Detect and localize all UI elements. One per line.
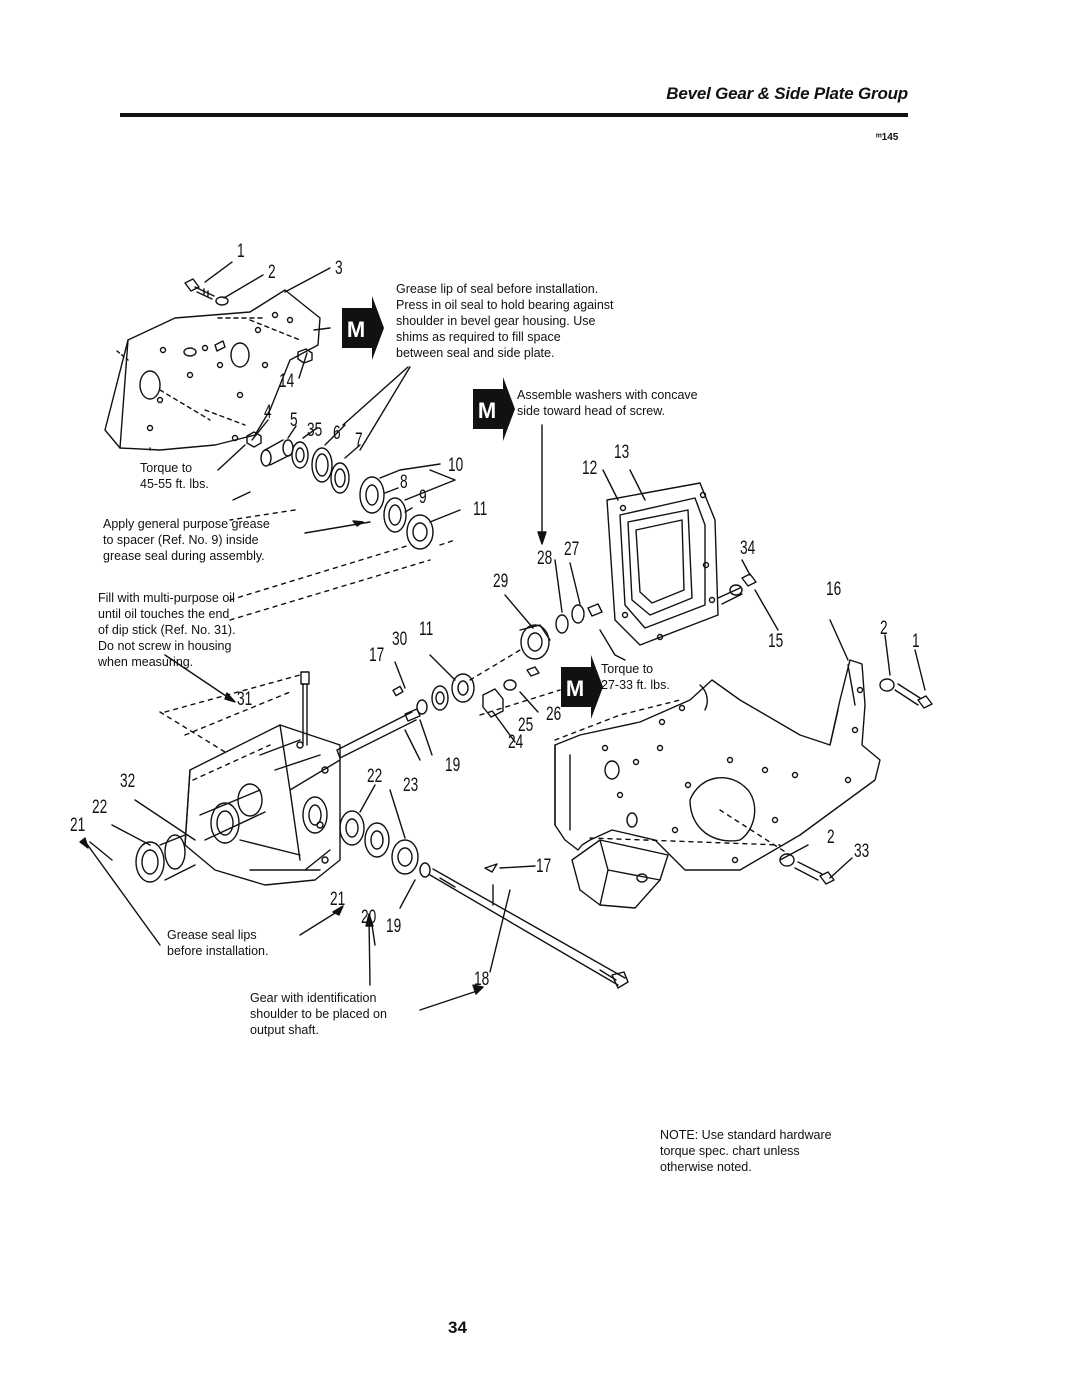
right-side-plate [554,659,881,871]
callout-16: 16 [826,579,842,600]
callout-13: 13 [614,442,630,463]
callout-2: 2 [827,827,835,848]
page-header-title: Bevel Gear & Side Plate Group [666,84,908,103]
callout-28: 28 [537,548,553,569]
bolt-1-upper [184,278,215,300]
page-number: 34 [448,1318,467,1337]
input-shaft [336,673,475,759]
callout-10: 10 [448,455,464,476]
callout-29: 29 [493,571,509,592]
note-torque-45-55: Torque to 45-55 ft. lbs. [140,461,209,491]
callout-5: 5 [290,410,298,431]
note-oil-fill: Fill with multi-purpose oil until oil to… [98,591,236,669]
callout-17: 17 [369,645,385,666]
note-standard-hardware: NOTE: Use standard hardware torque spec.… [660,1128,832,1174]
bevel-gear-29 [519,603,603,660]
callout-9: 9 [419,487,427,508]
callout-31: 31 [237,689,253,710]
header-rule [120,113,908,117]
figure-code: ᵐ145 [876,132,899,143]
callout-7: 7 [355,430,363,451]
callout-35: 35 [307,420,323,441]
callout-34: 34 [740,538,756,559]
upper-side-plate [104,289,321,451]
callout-26: 26 [546,704,562,725]
callout-1: 1 [912,631,920,652]
shield-bracket [571,839,669,909]
bolt-34 [717,573,757,605]
callout-4: 4 [264,402,272,423]
callout-21: 21 [70,815,86,836]
callout-23: 23 [403,775,419,796]
callout-19: 19 [386,916,402,937]
callout-2: 2 [268,262,276,283]
note-gear-identification: Gear with identification shoulder to be … [250,991,387,1037]
callout-24: 24 [508,732,524,753]
callout-27: 27 [564,539,580,560]
dip-stick-31 [300,671,310,746]
callout-19: 19 [445,755,461,776]
output-shaft-assembly [135,810,629,989]
svg-text:M: M [347,317,365,342]
callout-22: 22 [367,766,383,787]
nut-14 [297,348,313,364]
inspection-cover [606,482,719,646]
callout-2: 2 [880,618,888,639]
lock-plate-25-26 [482,666,540,718]
callout-11: 11 [473,499,488,520]
note-assemble-washers: Assemble washers with concave side towar… [517,388,698,418]
bolt-33 [779,853,835,885]
note-seal-installation: Grease lip of seal before installation. … [396,282,614,360]
gear-housing [184,724,341,886]
callout-30: 30 [392,629,408,650]
note-grease-seal-lips: Grease seal lips before installation. [167,928,269,958]
washer-2-upper [215,296,229,306]
callout-8: 8 [400,472,408,493]
callout-32: 32 [120,771,136,792]
note-spacer-grease: Apply general purpose grease to spacer (… [103,517,270,563]
m-badge-icon: M [561,655,603,719]
m-badge-icon: M [342,296,384,360]
callout-12: 12 [582,458,598,479]
bearing-group-8-11 [359,463,461,550]
callout-33: 33 [854,841,870,862]
callout-3: 3 [335,258,343,279]
spacer-and-seals [246,431,350,494]
callout-15: 15 [768,631,784,652]
callout-14: 14 [279,371,295,392]
note-torque-27-33: Torque to 27-33 ft. lbs. [601,662,670,692]
callout-20: 20 [361,907,377,928]
callout-1: 1 [237,241,245,262]
callout-25: 25 [518,715,534,736]
callout-18: 18 [474,969,490,990]
callout-22: 22 [92,797,108,818]
callout-21: 21 [330,889,346,910]
svg-text:M: M [566,676,584,701]
callout-11: 11 [419,619,434,640]
m-badge-icon: M [473,377,515,441]
callout-6: 6 [333,423,341,444]
bolt-1-right [879,678,933,709]
svg-text:M: M [478,398,496,423]
callout-17: 17 [536,856,552,877]
